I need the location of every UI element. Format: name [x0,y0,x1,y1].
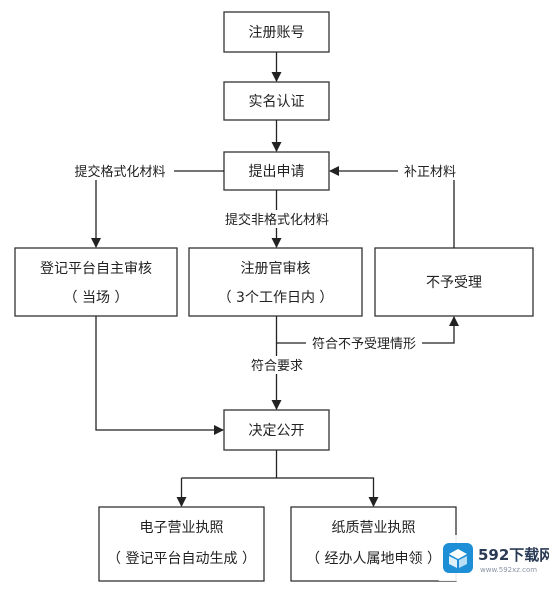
edge-unformatted-materials-label: 提交非格式化材料 [225,212,329,228]
node-real-name-auth-label: 实名认证 [249,94,305,110]
node-submit-application: 提出申请 [223,151,330,191]
node-electronic-license-title: 电子营业执照 [140,520,224,536]
node-platform-self-review: 登记平台自主审核 （ 当场 ） [14,247,178,317]
site-watermark: 592下载网 www.592xz.com [437,535,549,581]
node-electronic-license: 电子营业执照 （ 登记平台自动生成 ） [98,506,265,582]
node-registrar-review-title: 注册官审核 [241,261,311,277]
node-registrar-review: 注册官审核 （ 3个工作日内 ） [188,247,363,317]
edge-formatted-materials-label: 提交格式化材料 [74,164,165,180]
edge-formatted-materials [91,170,224,248]
watermark-title: 592下载网 [478,546,549,564]
node-register-account-label: 注册账号 [249,25,305,41]
edge-rejection-conditions-label: 符合不予受理情形 [312,336,416,352]
node-paper-license: 纸质营业执照 （ 经办人属地申领 ） [290,506,457,582]
node-paper-license-title: 纸质营业执照 [332,520,416,536]
node-real-name-auth: 实名认证 [223,81,330,121]
node-electronic-license-note: （ 登记平台自动生成 ） [107,551,256,567]
node-decision-public-label: 决定公开 [249,423,305,439]
edge-decision-branch-right [276,477,379,507]
edge-decision-branch [181,450,278,479]
edge-platform-to-decision [95,316,224,435]
node-register-account: 注册账号 [223,11,330,53]
edge-meets-requirements-label: 符合要求 [251,358,303,374]
node-not-accepted-label: 不予受理 [426,275,482,291]
cube-logo-icon [443,543,473,573]
node-platform-self-review-title: 登记平台自主审核 [40,261,152,277]
edge-supplement-materials [329,166,455,248]
node-registrar-review-note: （ 3个工作日内 ） [218,290,334,306]
node-platform-self-review-note: （ 当场 ） [64,290,129,306]
node-not-accepted: 不予受理 [374,247,534,317]
node-submit-application-label: 提出申请 [249,164,305,180]
edge-supplement-materials-label: 补正材料 [404,165,456,180]
node-decision-public: 决定公开 [223,409,330,451]
node-paper-license-note: （ 经办人属地申领 ） [306,551,441,567]
watermark-url: www.592xz.com [480,566,537,574]
